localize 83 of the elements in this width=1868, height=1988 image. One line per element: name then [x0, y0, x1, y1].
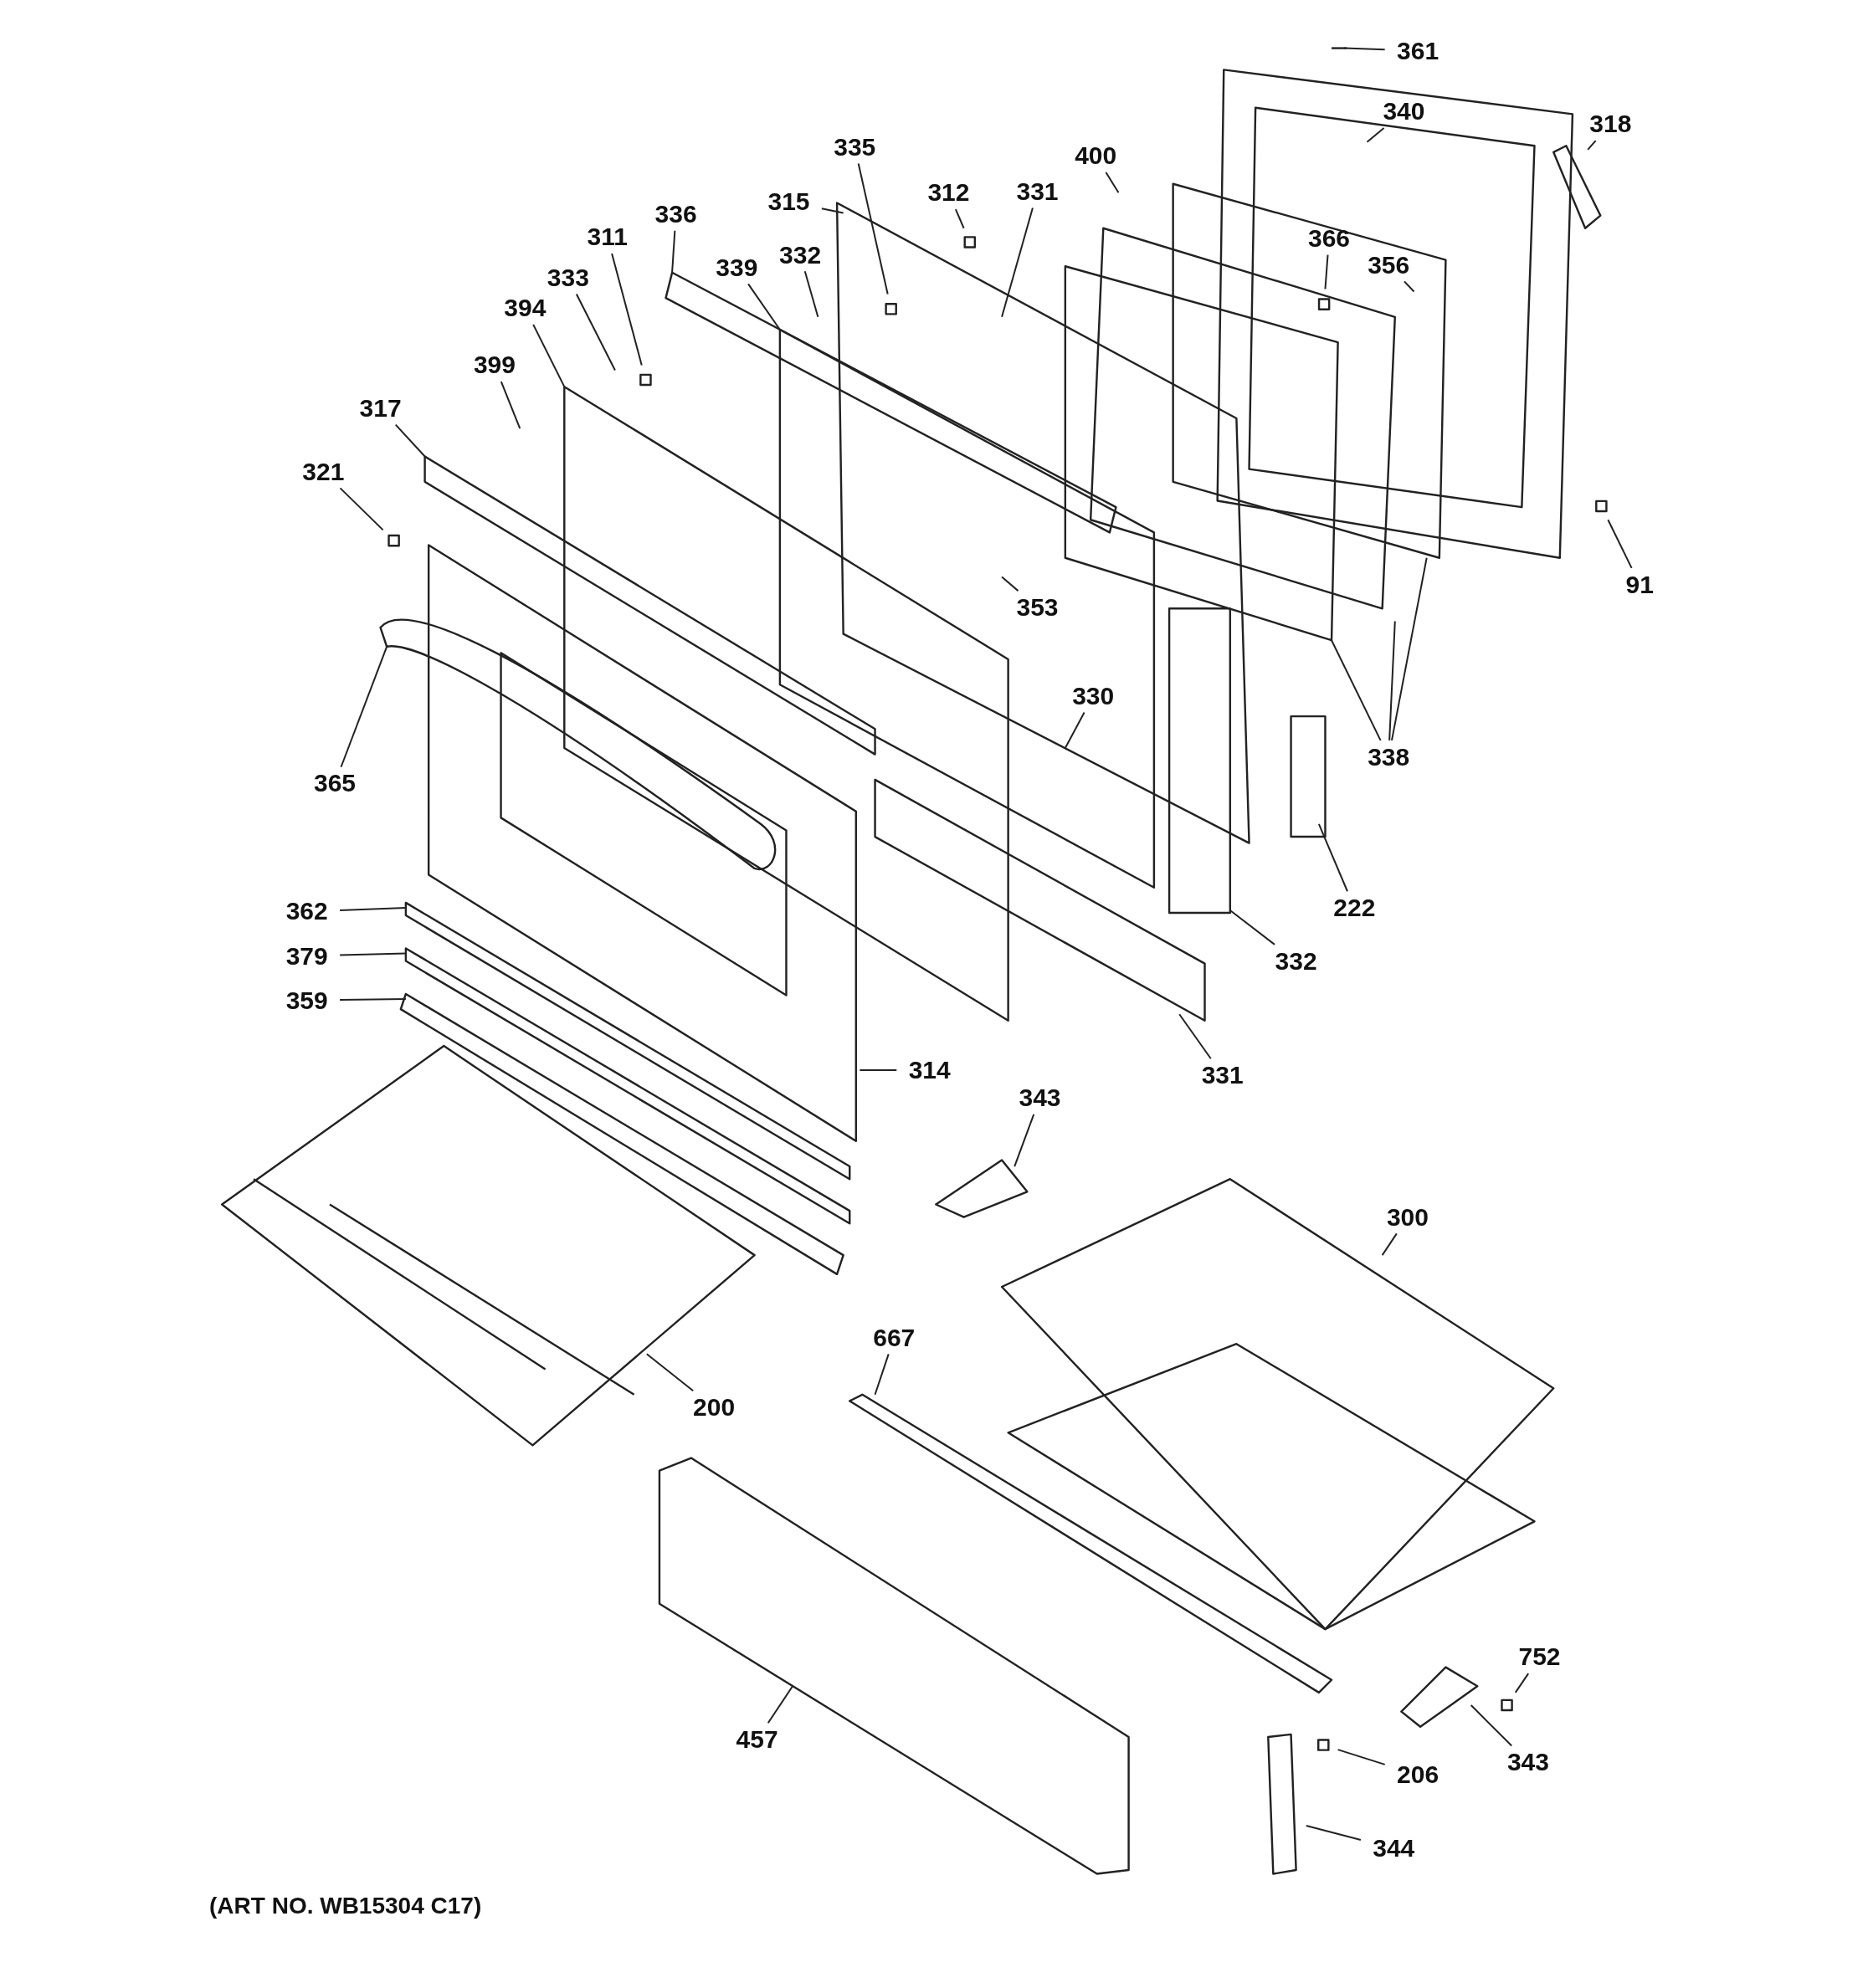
callout-number: 331: [1201, 1060, 1244, 1089]
leader-line: [1064, 711, 1085, 749]
leader-line: [532, 323, 566, 388]
leader-line: [645, 1353, 695, 1392]
leader-line: [874, 1353, 890, 1396]
leader-line: [500, 381, 521, 430]
callout-number: 359: [285, 986, 328, 1015]
leader-line: [671, 229, 676, 274]
leader-line: [1001, 576, 1019, 592]
leader-line: [1324, 254, 1329, 290]
leader-line: [339, 998, 407, 1002]
leader-line: [339, 906, 407, 911]
callout-number: 206: [1397, 1760, 1439, 1790]
callout-number: 400: [1075, 141, 1117, 171]
callout-number: 330: [1072, 681, 1115, 710]
callout-number: 394: [504, 294, 547, 323]
leader-line: [1105, 172, 1120, 194]
callout-number: 365: [314, 769, 357, 798]
leader-line: [1331, 639, 1382, 741]
callout-number: 343: [1506, 1748, 1549, 1777]
callout-number: 379: [285, 941, 328, 971]
callout-number: 332: [779, 240, 822, 269]
leader-line: [1001, 207, 1034, 318]
leader-line: [1366, 127, 1385, 143]
leader-line: [803, 270, 819, 318]
callout-number: 314: [908, 1055, 951, 1084]
leader-line: [339, 952, 407, 956]
callout-number: 200: [693, 1392, 736, 1422]
leader-line: [859, 1068, 898, 1071]
callout-number: 340: [1383, 97, 1425, 126]
callout-number: 321: [302, 457, 345, 486]
leader-line: [1470, 1704, 1513, 1747]
callout-number: 331: [1016, 177, 1059, 206]
callout-number: 399: [473, 351, 516, 380]
leader-line: [1607, 519, 1633, 569]
callout-number: 311: [587, 223, 628, 252]
leader-line: [747, 283, 781, 330]
leader-line: [394, 423, 426, 458]
callout-number: 335: [834, 132, 876, 161]
leader-line: [1343, 47, 1386, 51]
leader-line: [1317, 822, 1348, 893]
callout-number: 752: [1518, 1642, 1561, 1672]
leader-line: [339, 487, 384, 531]
leader-line: [340, 645, 388, 768]
leader-line: [1178, 1013, 1212, 1060]
callout-number: 362: [285, 897, 328, 926]
callout-number: 315: [767, 187, 810, 216]
leader-line: [1229, 909, 1275, 945]
leader-line: [1587, 140, 1597, 151]
leader-line: [820, 208, 844, 214]
callout-number: 91: [1625, 570, 1654, 599]
callout-number: 332: [1275, 946, 1317, 976]
leader-line: [1391, 556, 1428, 741]
leader-line: [1337, 1749, 1386, 1765]
leader-line: [767, 1685, 794, 1724]
leader-line: [575, 293, 616, 371]
callout-number: 356: [1368, 250, 1410, 279]
leader-line: [611, 253, 643, 366]
callout-number: 338: [1368, 742, 1410, 771]
callout-number: 312: [927, 178, 970, 208]
callout-number: 457: [736, 1724, 778, 1754]
callout-number: 339: [716, 253, 758, 282]
leader-line: [1388, 620, 1396, 741]
callout-number: 344: [1373, 1834, 1415, 1863]
leader-line: [1381, 1232, 1398, 1257]
leader-line: [1305, 1825, 1362, 1841]
callout-number: 333: [547, 263, 589, 292]
callout-number: 318: [1589, 110, 1632, 139]
leader-line: [1404, 280, 1415, 293]
callout-number: 353: [1016, 592, 1059, 622]
callout-number: 336: [654, 200, 697, 229]
callout-number: 667: [873, 1323, 916, 1352]
leader-line: [954, 208, 965, 229]
callout-number: 343: [1019, 1084, 1061, 1113]
leader-line: [857, 162, 889, 295]
callout-number: 317: [359, 393, 402, 423]
callout-number: 222: [1333, 893, 1376, 922]
leader-line: [1014, 1113, 1035, 1168]
leader-line: [1514, 1673, 1530, 1693]
caption: (ART NO. WB15304 C17): [209, 1893, 482, 1920]
callout-number: 300: [1386, 1202, 1429, 1232]
callout-number: 366: [1307, 223, 1351, 253]
callout-number: 361: [1397, 36, 1439, 65]
